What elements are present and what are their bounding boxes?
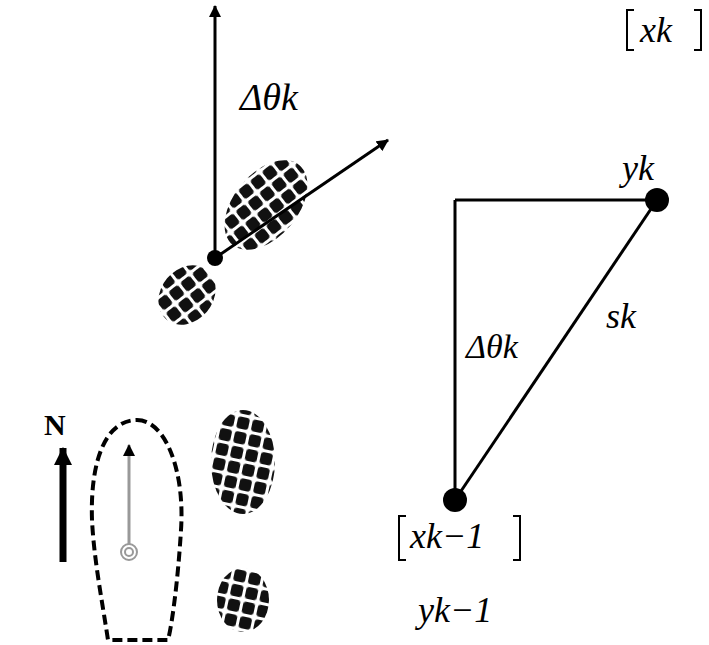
position-y-label: yk−1 <box>418 592 492 628</box>
position-dot <box>443 488 467 512</box>
vector-brackets <box>399 10 701 560</box>
rotated-footprint <box>138 133 335 345</box>
position-y-label: yk <box>622 150 654 186</box>
step-length-label: sk <box>606 298 636 334</box>
heading-arrow <box>215 140 388 258</box>
position-dot <box>645 188 669 212</box>
north-reference-arrow <box>214 6 217 258</box>
heading-change-label: Δθk <box>466 330 518 364</box>
reference-footprint-outline <box>92 420 182 640</box>
position-x-label: xk−1 <box>410 518 484 554</box>
step-triangle <box>455 200 657 500</box>
heading-change-label: Δθk <box>240 78 298 116</box>
north-label: N <box>44 410 66 440</box>
step-origin-dot <box>207 250 223 266</box>
north-arrow <box>60 448 67 562</box>
position-x-label: xk <box>640 12 672 48</box>
upright-footprint <box>203 407 283 640</box>
